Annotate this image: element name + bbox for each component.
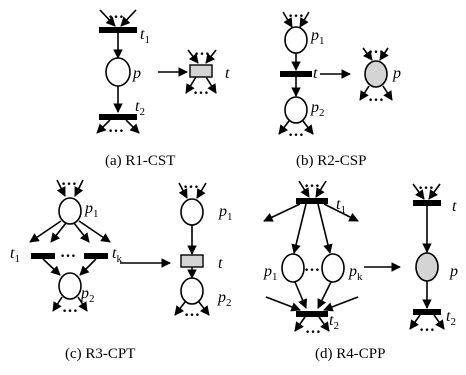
place-p1-c-result <box>180 198 204 226</box>
place-p2-c-result <box>180 277 204 305</box>
dots-c-mid: … <box>60 244 76 261</box>
label-p2-c-result: p2 <box>217 289 232 309</box>
label-p-d-result: p <box>449 263 458 280</box>
place-p-b-result <box>364 60 388 88</box>
dots-d-r-top: … <box>418 176 434 193</box>
place-p2-b <box>284 96 308 124</box>
dots-c-r-top: … <box>183 175 199 192</box>
label-t-d-result: t <box>452 198 457 215</box>
label-p-a: p <box>132 65 141 82</box>
label-t2-d: t2 <box>329 312 339 332</box>
label-t1-c: t1 <box>10 245 20 265</box>
dots-a-top: … <box>108 5 124 22</box>
label-t2-a: t2 <box>135 98 145 118</box>
place-p1-b <box>284 26 308 54</box>
caption-d: (d) R4-CPP <box>315 346 385 362</box>
label-t-c-result: t <box>218 255 223 272</box>
transition-t-c-result <box>180 254 204 268</box>
label-p2-c: p2 <box>80 285 95 305</box>
dots-b-r-bottom: … <box>368 88 384 105</box>
dots-c-r-bottom: … <box>184 303 200 320</box>
dots-d-top: … <box>304 174 320 191</box>
panel-b: … p1 t p2 … … p … (b) R2-CSP <box>278 4 401 169</box>
panel-a: … t1 p t2 … … t … (a) R1-CST <box>96 5 230 169</box>
dots-b-r-top: … <box>368 40 384 57</box>
label-tk-c: tk <box>112 245 122 265</box>
transition-t2-d-result <box>413 309 441 315</box>
place-pk-d <box>321 253 345 283</box>
place-p1-c <box>58 197 82 225</box>
place-p1-d <box>281 253 305 283</box>
dots-d-bottom: … <box>305 320 321 337</box>
label-p1-d: p1 <box>263 263 278 283</box>
label-pk-d: pk <box>348 263 363 283</box>
dots-a-r-bottom: … <box>193 81 209 98</box>
dots-d-r-bottom: … <box>419 318 435 335</box>
label-t-a-result: t <box>225 65 230 82</box>
label-p-b-result: p <box>392 65 401 82</box>
dots-a-r-top: … <box>194 42 210 59</box>
place-p-a <box>105 57 131 87</box>
panel-d: … t1 p1 … pk t2 … … t p t2 … <box>263 174 458 362</box>
dots-c-top: … <box>61 172 77 189</box>
dots-b-bottom: … <box>288 123 304 140</box>
transition-t-a-result <box>189 64 213 78</box>
label-p1-b: p1 <box>310 27 325 47</box>
transition-t1-c <box>31 253 55 259</box>
transition-t-d-result <box>413 200 441 206</box>
transition-t-b <box>280 71 312 77</box>
transition-t1-a <box>99 27 137 33</box>
transition-t2-d <box>296 311 328 317</box>
dots-b-top: … <box>288 4 304 21</box>
place-p-d-result <box>415 252 439 282</box>
transition-t1-d <box>296 198 328 204</box>
dots-c-bottom: … <box>62 299 78 316</box>
panel-c: … p1 t1 … tk p2 … … p1 t p2 … (c) R3-CP <box>10 172 233 362</box>
label-t1-d: t1 <box>336 196 346 216</box>
label-p2-b: p2 <box>310 99 325 119</box>
caption-a: (a) R1-CST <box>105 153 175 169</box>
dots-d-mid: … <box>304 258 320 275</box>
label-t1-a: t1 <box>140 26 150 46</box>
transition-t2-a <box>99 114 137 120</box>
caption-b: (b) R2-CSP <box>296 153 366 169</box>
label-p1-c-result: p1 <box>218 203 233 223</box>
caption-c: (c) R3-CPT <box>65 346 135 362</box>
place-p2-c <box>58 272 82 300</box>
dots-a-bottom: … <box>108 119 124 136</box>
transition-tk-c <box>84 253 108 259</box>
label-t-b: t <box>313 65 318 82</box>
label-t2-d-result: t2 <box>446 308 456 328</box>
label-p1-c: p1 <box>84 200 99 220</box>
